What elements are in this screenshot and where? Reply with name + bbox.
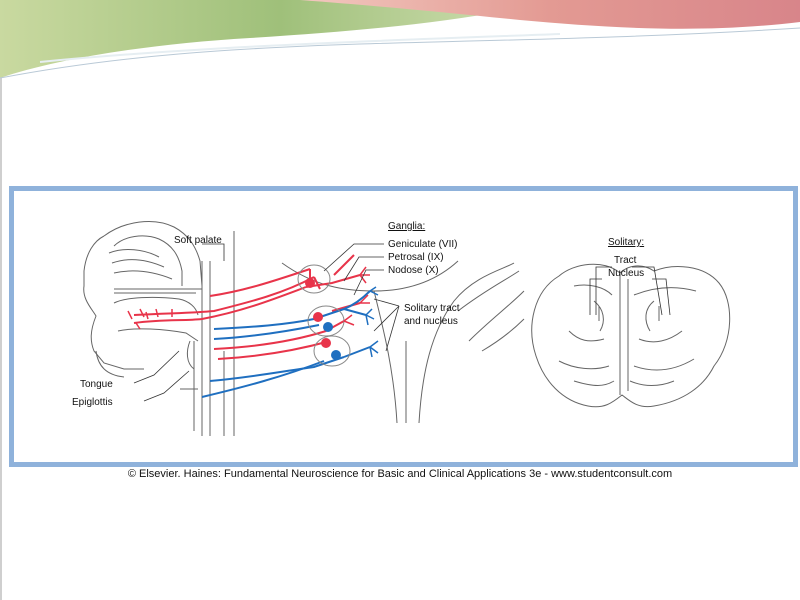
red-afferent-fibers — [133, 254, 361, 360]
medulla-cross-section — [531, 263, 731, 408]
tongue-red-branches — [127, 308, 173, 330]
nodose-ganglion-cell-red — [321, 338, 331, 348]
head-outline — [83, 221, 235, 436]
header-swoosh-decoration — [0, 0, 800, 79]
geniculate-label: Geniculate (VII) — [388, 239, 457, 250]
nodose-ganglion-cell-blue — [331, 350, 341, 360]
slide-left-edge — [0, 0, 2, 600]
ganglia-heading: Ganglia: — [388, 221, 425, 232]
epiglottis-label: Epiglottis — [72, 397, 113, 408]
geniculate-ganglion-cell — [305, 278, 315, 288]
ganglion-cells — [297, 264, 351, 367]
solitary-tract-label-line2: and nucleus — [404, 316, 458, 327]
taste-pathway-diagram: Soft palate Ganglia: Geniculate (VII) Pe… — [72, 221, 731, 436]
leader-lines — [133, 243, 671, 402]
petrosal-ganglion-cell-red — [313, 312, 323, 322]
figure-caption: © Elsevier. Haines: Fundamental Neurosci… — [127, 468, 673, 480]
figure-frame: Soft palate Ganglia: Geniculate (VII) Pe… — [9, 186, 798, 467]
petrosal-ganglion-cell-blue — [323, 322, 333, 332]
nucleus-label: Nucleus — [608, 268, 644, 279]
petrosal-label: Petrosal (IX) — [388, 252, 444, 263]
soft-palate-label: Soft palate — [174, 235, 222, 246]
solitary-tract-label-line1: Solitary tract — [404, 303, 460, 314]
tract-label: Tract — [614, 255, 637, 266]
nodose-label: Nodose (X) — [388, 265, 439, 276]
solitary-tract-terminals — [343, 266, 379, 358]
tongue-label: Tongue — [80, 379, 113, 390]
solitary-heading: Solitary: — [608, 237, 644, 248]
